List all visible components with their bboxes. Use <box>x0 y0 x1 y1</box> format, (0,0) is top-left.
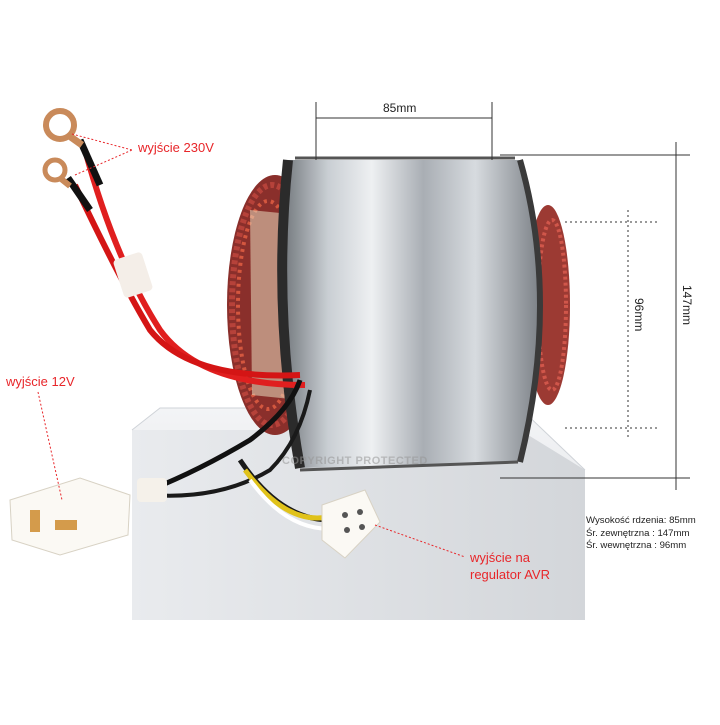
dimension-outer-diameter: 147mm <box>680 285 694 326</box>
watermark: COPYRIGHT PROTECTED <box>282 455 428 467</box>
connector-avr <box>321 489 381 559</box>
steel-core <box>277 156 543 472</box>
dimension-lines <box>315 102 690 490</box>
label-avr-output-line2: regulator AVR <box>470 567 550 582</box>
spec-outer-diameter: Śr. zewnętrzna : 147mm <box>586 527 690 539</box>
label-avr-output-line1: wyjście na <box>470 550 530 565</box>
spec-inner-diameter: Śr. wewnętrzna : 96mm <box>586 540 687 551</box>
specs-block: Wysokość rdzenia: 85mm Śr. zewnętrzna : … <box>586 515 696 553</box>
leader-lines <box>37 133 466 558</box>
connector-12v <box>9 477 131 556</box>
dimension-height: 85mm <box>383 101 417 115</box>
wires <box>65 138 341 531</box>
dimension-inner-diameter: 96mm <box>632 298 646 332</box>
label-12v-output: wyjście 12V <box>6 374 75 389</box>
label-230v-output: wyjście 230V <box>138 140 214 155</box>
ring-terminals <box>42 108 85 189</box>
spec-core-height: Wysokość rdzenia: 85mm <box>586 515 696 526</box>
